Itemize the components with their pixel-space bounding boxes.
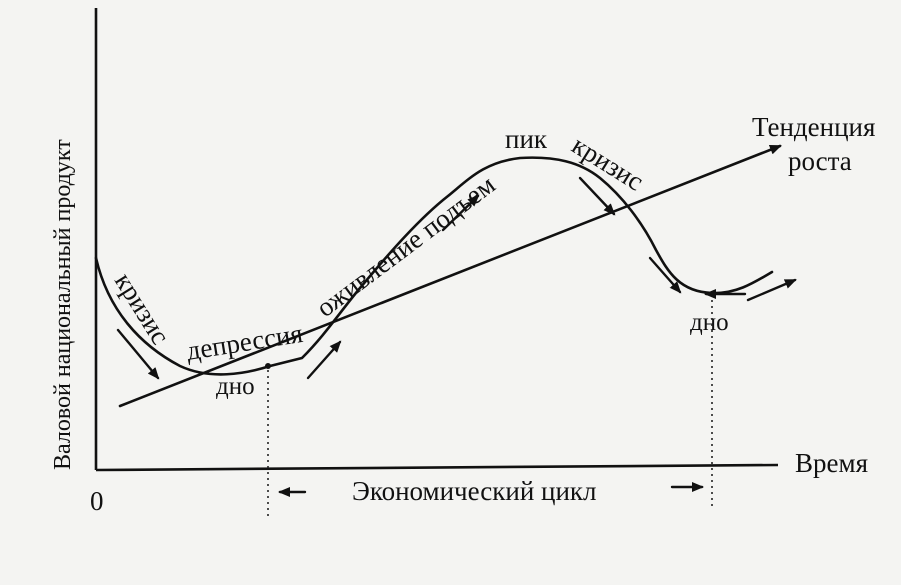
label-recovery-rise: оживление подъем [311,169,501,323]
arrow-down-right [648,256,682,294]
arrow-exit-right [746,278,797,302]
arrow-recovery-low [306,340,342,380]
growth-trend-line [118,144,782,408]
trough-point-left [265,363,271,369]
x-axis [95,463,779,472]
trend-label-line1: Тенденция [752,112,875,142]
label-depression: депрессия [184,318,304,366]
x-axis-label: Время [795,448,868,478]
y-axis-label: Валовой национальный продукт [50,139,76,470]
arrow-rise [441,194,480,232]
origin-label: 0 [90,486,104,516]
label-crisis-left: кризис [109,267,176,349]
label-peak: пик [505,124,548,154]
label-trough-right: дно [690,309,729,336]
label-trough-left: дно [216,373,255,400]
business-cycle-curve [94,156,774,376]
label-economic-cycle: Экономический цикл [352,476,597,506]
arrow-crisis-right [578,176,616,216]
arrow-crisis-left [116,328,160,380]
trend-label-line2: роста [788,146,852,176]
